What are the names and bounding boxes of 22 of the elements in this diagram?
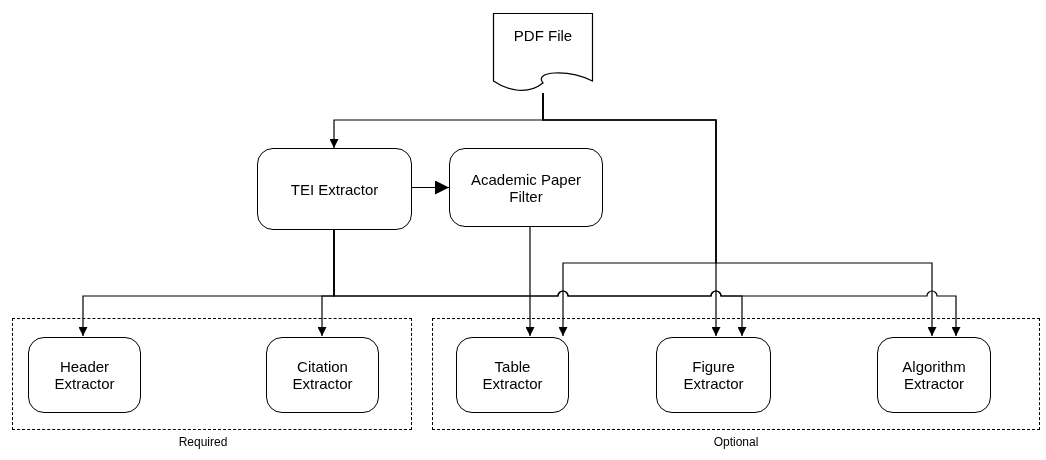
node-label: Table Extractor <box>481 358 544 392</box>
node-label: Figure Extractor <box>682 358 745 392</box>
process-box <box>257 148 412 230</box>
process-box <box>456 337 569 413</box>
node-label: Algorithm Extractor <box>901 358 967 392</box>
node-label: Header Extractor <box>53 358 116 392</box>
document-shape <box>493 13 593 93</box>
process-box <box>28 337 141 413</box>
node-label: Academic Paper Filter <box>469 170 583 205</box>
process-box <box>449 148 603 227</box>
node-label: Citation Extractor <box>291 358 354 392</box>
group-label: Optional <box>713 435 759 449</box>
arrow <box>525 226 535 337</box>
node-label: TEI Extractor <box>290 180 379 198</box>
node-label: PDF File <box>513 27 573 44</box>
arrow <box>333 229 961 337</box>
arrow <box>542 92 937 337</box>
process-box <box>877 337 991 413</box>
group-label: Required <box>178 435 228 449</box>
process-box <box>266 337 379 413</box>
process-box <box>656 337 771 413</box>
arrow <box>411 180 450 195</box>
